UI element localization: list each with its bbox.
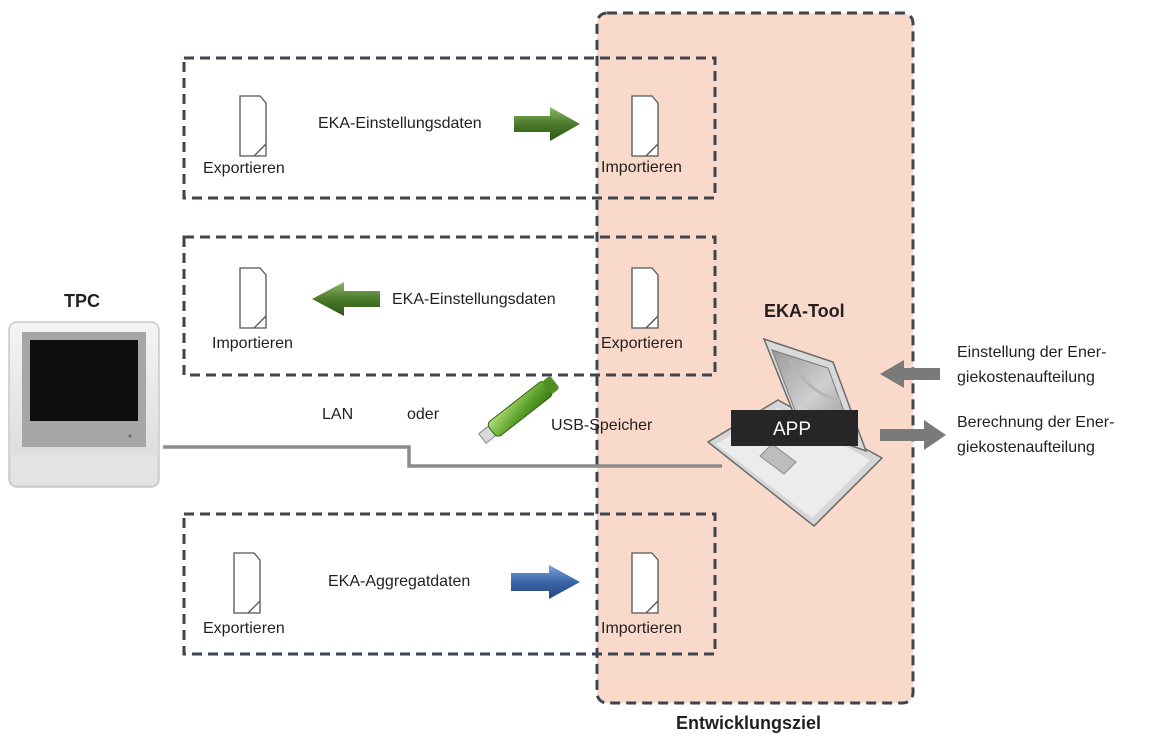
lan-label: LAN [322, 406, 354, 423]
usb-label: USB-Speicher [551, 417, 653, 434]
input-label-line2: giekostenaufteilung [957, 369, 1095, 386]
document-icon-2-left [239, 267, 267, 329]
flow2-data-label: EKA-Einstellungsdaten [392, 291, 556, 308]
flow1-left-label: Exportieren [203, 160, 285, 177]
tool-label: EKA-Tool [764, 301, 845, 321]
output-label-line1: Berechnung der Ener- [957, 414, 1115, 431]
device-label: TPC [64, 291, 100, 311]
output-arrow-icon [880, 420, 946, 450]
oder-label: oder [407, 406, 440, 423]
arrow-right-blue-icon [511, 565, 580, 599]
app-box [731, 410, 858, 446]
flow1-data-label: EKA-Einstellungsdaten [318, 115, 482, 132]
flow1-right-label: Importieren [601, 159, 682, 176]
document-icon-3-left [233, 552, 261, 614]
flow-box-1 [182, 56, 717, 200]
connection-line [163, 445, 722, 468]
flow2-left-label: Importieren [212, 335, 293, 352]
flow3-left-label: Exportieren [203, 620, 285, 637]
usb-stick-icon [477, 376, 559, 444]
output-label-line2: giekostenaufteilung [957, 439, 1095, 456]
document-icon-2-right [631, 267, 659, 329]
flow2-right-label: Exportieren [601, 335, 683, 352]
target-label: Entwicklungsziel [676, 713, 822, 733]
flow3-right-label: Importieren [601, 620, 682, 637]
flow3-data-label: EKA-Aggregatdaten [328, 573, 471, 590]
flow-box-3 [182, 512, 717, 656]
target-region [595, 11, 915, 705]
arrow-right-green-icon [514, 107, 580, 141]
arrow-left-green-icon [312, 282, 380, 316]
document-icon-1-left [239, 95, 267, 157]
tpc-device-icon [8, 321, 160, 488]
input-arrow-icon [880, 360, 940, 388]
input-label-line1: Einstellung der Ener- [957, 344, 1107, 361]
app-label: APP [773, 419, 812, 440]
flow-box-2 [182, 235, 717, 377]
document-icon-3-right [631, 552, 659, 614]
document-icon-1-right [631, 95, 659, 157]
